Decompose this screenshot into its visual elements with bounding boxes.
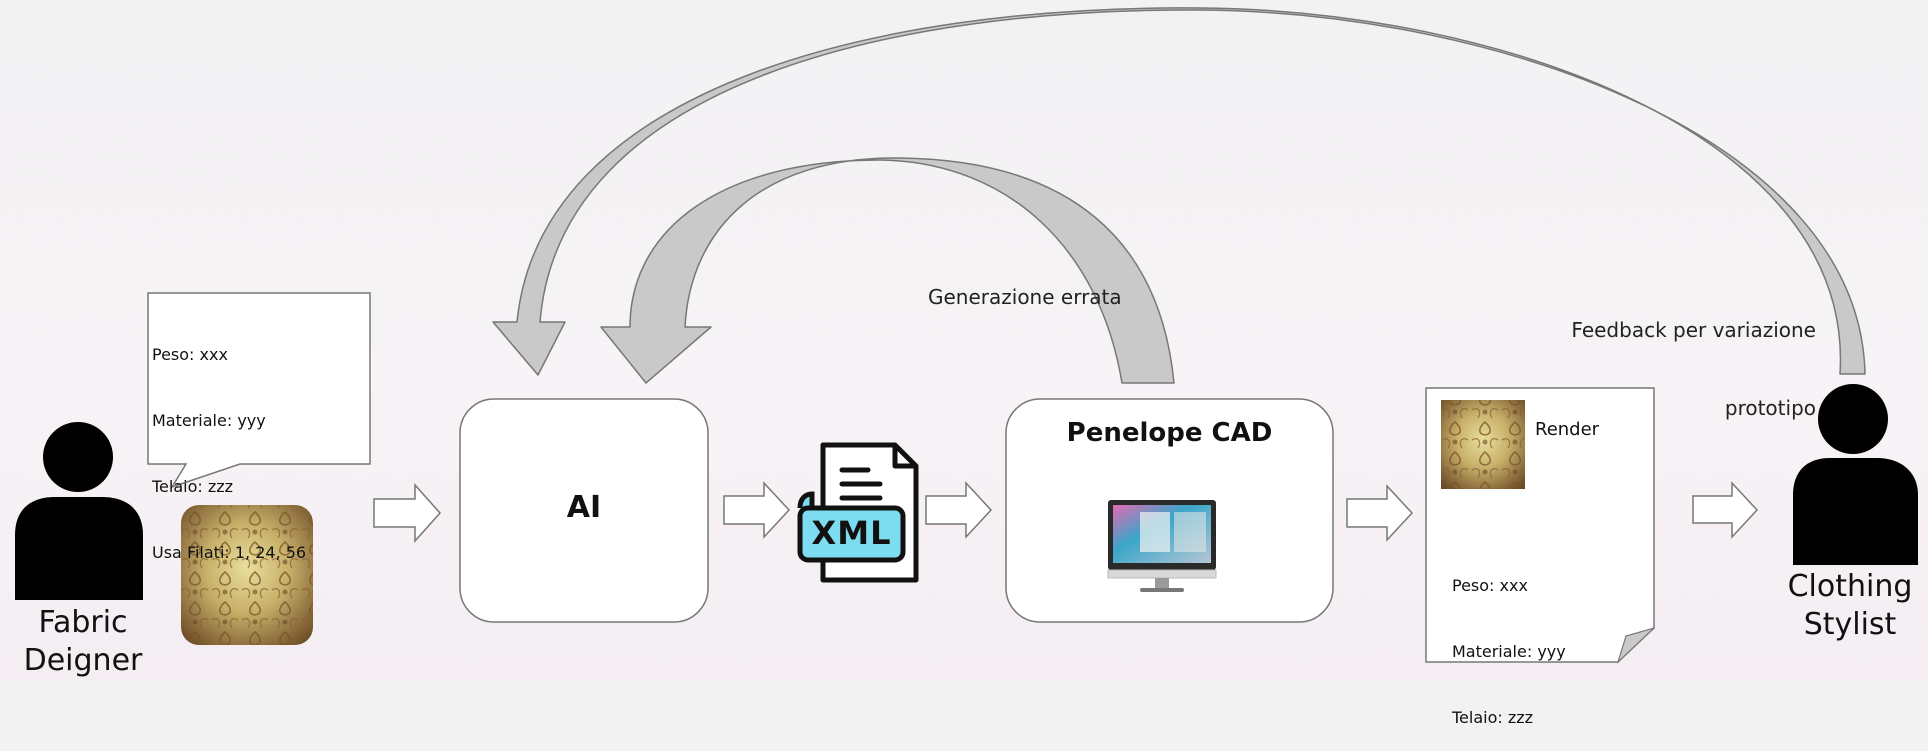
flow-arrow-5 [1692,481,1759,539]
penelope-cad-title: Penelope CAD [1066,418,1273,448]
fabric-swatch-image [181,505,313,645]
xml-file-icon [797,442,919,583]
feedback-label-line2: prototipo [1724,396,1816,420]
render-thumbnail-image [1441,400,1525,489]
ai-box-title: AI [566,490,602,525]
xml-icon-text: XML [811,514,892,552]
error-loop-label: Generazione errata [928,285,1122,309]
flow-arrow-3 [925,481,993,539]
spec-line: Materiale: yyy [152,411,266,430]
error-loop-arrow [600,157,1175,384]
clothing-stylist-label: Clothing Stylist [1780,568,1920,644]
spec-line: Telaio: zzz [152,477,234,496]
spec-line: Usa Filati: 1, 24, 56 [152,543,307,562]
fabric-spec-text: Peso: xxx Materiale: yyy Telaio: zzz Usa… [152,300,306,586]
clothing-stylist-person-icon [1793,384,1918,565]
ai-box [459,398,709,623]
spec-line: Peso: xxx [152,345,228,364]
fabric-designer-label-line2: Deigner [23,643,143,678]
fabric-designer-person-icon [15,422,143,600]
spec-line: Materiale: yyy [1452,642,1566,661]
flow-arrow-2 [723,481,791,539]
flow-arrow-4 [1346,484,1414,542]
feedback-loop-arrow [492,7,1866,376]
feedback-loop-label: Feedback per variazione prototipo [1500,265,1816,447]
clothing-stylist-label-line2: Stylist [1803,607,1897,642]
spec-line: Telaio: zzz [1452,708,1534,727]
render-spec-text: Peso: xxx Materiale: yyy Telaio: zzz [1452,531,1566,751]
render-label: Render [1535,419,1600,440]
fabric-designer-label: Fabric Deigner [18,604,148,680]
clothing-stylist-label-line1: Clothing [1787,569,1913,604]
flow-arrow-1 [373,483,442,543]
spec-speech-bubble [147,292,371,489]
fabric-designer-label-line1: Fabric [38,605,128,640]
feedback-label-line1: Feedback per variazione [1571,318,1816,342]
spec-line: Peso: xxx [1452,576,1528,595]
render-document-fold [1616,627,1655,664]
cad-monitor-image [1107,500,1217,592]
workflow-diagram [15,7,1918,664]
